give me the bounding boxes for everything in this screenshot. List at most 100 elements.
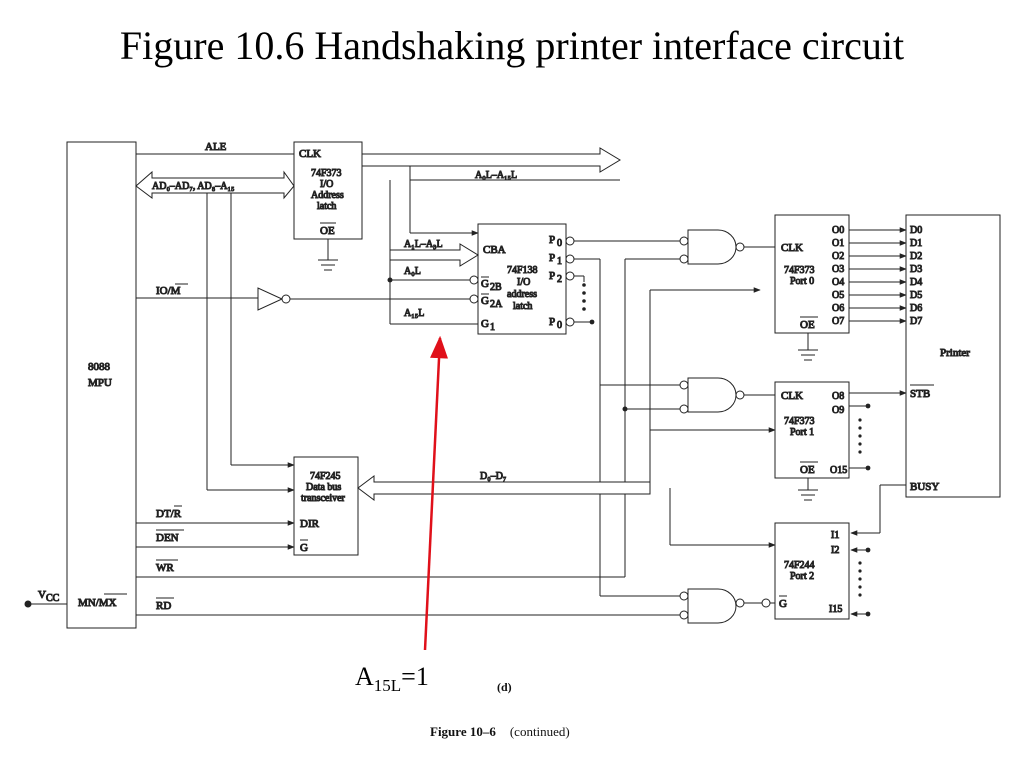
svg-text:O7: O7 [832,316,844,327]
xcvr-g: G [300,542,308,554]
ale-label: ALE [205,141,227,153]
svg-text:O4: O4 [832,277,844,288]
and-gate-port0 [687,229,737,265]
port1-l1: 74F373 [784,416,815,427]
port2-l1: 74F244 [784,560,815,571]
printer-input-labels: D0 D1 D2 D3 D4 D5 D6 D7 [910,225,923,328]
latch-l2: I/O [320,179,333,190]
subfigure-letter: (d) [497,680,512,694]
io-m-inverter [257,287,284,311]
a15l-label: A₁₅L [404,308,424,319]
wr-label: WR [156,562,174,574]
svg-text:O9: O9 [832,405,844,416]
svg-text:G: G [481,278,489,290]
svg-text:D7: D7 [910,316,922,327]
port2-dots [858,547,871,617]
printer-block [905,214,1001,498]
dtr-label: DT/R [156,508,182,520]
svg-text:I1: I1 [831,530,839,541]
mpu-label-1: 8088 [88,361,111,373]
svg-text:1: 1 [490,322,495,333]
port0-data-lines [849,227,907,324]
printer-busy: BUSY [910,481,939,493]
dec-l3: address [507,289,537,300]
mpu-label-2: MPU [88,377,112,389]
dec-l1: 74F138 [507,265,538,276]
svg-text:P: P [549,316,555,328]
annotation-arrow [423,335,449,651]
svg-text:O1: O1 [832,238,844,249]
svg-text:O6: O6 [832,303,844,314]
port0-clk: CLK [781,242,803,254]
vcc-label: V [38,589,46,601]
port1-dots [858,403,871,471]
port0-l2: Port 0 [790,276,814,287]
latch-l3: Address [311,190,344,201]
svg-text:0: 0 [557,320,562,331]
figure-caption: Figure 10–6(continued) [430,724,570,739]
port1-clk: CLK [781,390,803,402]
a1a3-label: A₁L–A₃L [404,239,443,250]
svg-text:2A: 2A [490,299,503,310]
svg-text:2: 2 [557,274,562,285]
and-gate-port2 [687,588,737,624]
decoder-block [477,223,567,335]
svg-text:D2: D2 [910,251,922,262]
latch-l1: 74F373 [311,168,342,179]
mnmx-label: MN/MX [78,597,117,609]
dec-l2: I/O [517,277,530,288]
svg-text:D5: D5 [910,290,922,301]
a0l-label: A₀L [404,266,421,277]
transceiver-block [293,456,359,556]
port0-block [774,214,850,334]
svg-text:O3: O3 [832,264,844,275]
latch-oe: OE [320,225,335,237]
svg-text:D6: D6 [910,303,922,314]
dec-cba: CBA [483,244,506,256]
svg-text:P: P [549,252,555,264]
xcvr-l2: Data bus [306,482,341,493]
svg-text:D3: D3 [910,264,922,275]
xcvr-l3: transceiver [301,493,346,504]
svg-text:O2: O2 [832,251,844,262]
svg-text:G: G [481,318,489,330]
ad-bus-label: AD₀–AD₇, AD₈–A₁₅ [152,181,234,192]
io-m-label: IO/M [156,285,181,297]
port1-oe: OE [800,464,815,476]
ad-bus-arrow [135,170,295,200]
port0-l1: 74F373 [784,265,815,276]
den-label: DEN [156,532,179,544]
svg-text:1: 1 [557,256,562,267]
svg-text:G: G [481,295,489,307]
port2-block [774,522,850,620]
port2-g: G [779,598,787,610]
port0-output-labels: O0 O1 O2 O3 O4 O5 O6 O7 [832,225,845,328]
svg-text:2B: 2B [490,282,502,293]
a1-a3-arrow [389,243,479,267]
svg-text:O0: O0 [832,225,844,236]
port0-oe: OE [800,319,815,331]
vcc-sub: CC [46,593,60,604]
svg-text:O8: O8 [832,391,844,402]
decoder-dots [582,283,595,325]
svg-text:O15: O15 [830,465,847,476]
printer-label: Printer [940,347,970,359]
and-gate-port1 [687,377,737,413]
port1-l2: Port 1 [790,427,814,438]
xcvr-dir: DIR [300,518,320,530]
svg-text:O5: O5 [832,290,844,301]
a-bus-arrow [361,147,621,173]
port2-l2: Port 2 [790,571,814,582]
svg-text:D4: D4 [910,277,922,288]
svg-text:D0: D0 [910,225,922,236]
d-bus-label: D₀–D₇ [480,471,506,482]
port1-block [774,381,850,479]
mpu-block [66,141,137,629]
printer-stb: STB [910,388,930,400]
svg-text:P: P [549,270,555,282]
dec-l4: latch [513,301,532,312]
xcvr-l1: 74F245 [310,471,341,482]
latch-l4: latch [317,201,336,212]
rd-label: RD [156,600,171,612]
